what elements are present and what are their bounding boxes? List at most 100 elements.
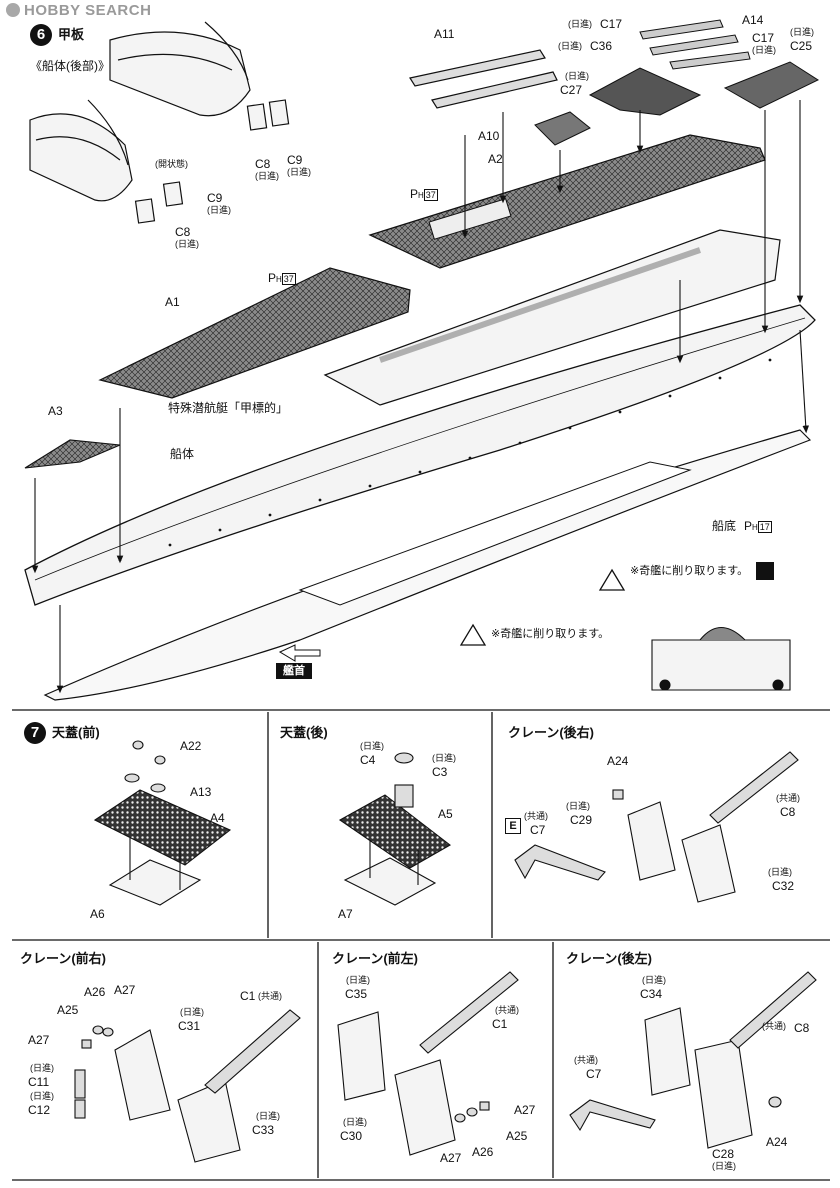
part-label-a4: A4: [210, 811, 225, 825]
note-c8-right: (共通): [776, 793, 800, 803]
note-c12: (日進): [30, 1091, 54, 1101]
step-title-deck: 甲板: [58, 27, 85, 42]
caution-text-2: ※奇艦に削り取ります。: [491, 628, 610, 640]
part-label-a25-fr: A25: [57, 1003, 79, 1017]
part-label-c9-lower: C9: [207, 191, 223, 205]
step7-panel-borders: [12, 709, 830, 1181]
part-label-c32: C32: [772, 879, 795, 893]
part-label-c11: C11: [28, 1075, 50, 1089]
note-c7-right: (共通): [524, 811, 548, 821]
open-state-label: (開状態): [155, 159, 188, 169]
part-label-a27-fr-left: A27: [28, 1033, 50, 1047]
stern-subtitle: 《船体(後部)》: [30, 59, 110, 73]
part-c25: [723, 61, 820, 109]
note-c35: (日進): [346, 975, 370, 985]
part-label-c8-right: C8: [780, 805, 796, 819]
note-c28: (日進): [712, 1161, 736, 1171]
panel-title-crane-front-left: クレーン(前左): [332, 951, 419, 966]
hull-cross-section: [651, 626, 791, 691]
part-label-c27: C27: [560, 83, 583, 97]
paint-icon: [756, 562, 774, 580]
note-c30: (日進): [343, 1117, 367, 1127]
part-label-c7-rl: C7: [586, 1067, 602, 1081]
note-c3: (日進): [432, 753, 456, 763]
part-label-c8-upper: C8: [255, 157, 271, 171]
note-c1-fl: (共通): [495, 1005, 519, 1015]
deck-a3: [24, 439, 121, 469]
part-label-c7-right: C7: [530, 823, 546, 837]
part-label-c12: C12: [28, 1103, 51, 1117]
panel-title-crane-rear-left: クレーン(後左): [566, 951, 653, 966]
part-label-a24-rl: A24: [766, 1135, 788, 1149]
note-c9-lower: (日進): [207, 205, 231, 215]
panel-title-crane-rear-right: クレーン(後右): [508, 725, 595, 740]
part-label-a22: A22: [180, 739, 202, 753]
watermark-text: HOBBY SEARCH: [24, 2, 152, 19]
variant-badge-e: E: [505, 818, 521, 834]
panel-title-crane-front-right: クレーン(前右): [20, 951, 107, 966]
deck-a2: [368, 134, 766, 269]
step-number-6: 6: [30, 24, 52, 46]
crane-rear-left: [569, 971, 817, 1149]
part-label-c1-fl: C1: [492, 1017, 508, 1031]
bow-direction-icon: [278, 644, 321, 662]
rails-a10-a11: [409, 49, 558, 109]
note-c34: (日進): [642, 975, 666, 985]
panel-title-canopy-front: 天蓋(前): [52, 725, 100, 740]
part-label-c17-b: C17: [752, 31, 775, 45]
part-label-c30: C30: [340, 1129, 363, 1143]
part-label-a1: A1: [165, 295, 180, 309]
note-c32: (日進): [768, 867, 792, 877]
note-c1-fr: (共通): [258, 991, 282, 1001]
step-number-7: 7: [24, 722, 46, 744]
part-label-c33: C33: [252, 1123, 275, 1137]
note-c25: (日進): [790, 27, 814, 37]
part-label-a27-fl-bottom: A27: [440, 1151, 462, 1165]
note-c27: (日進): [565, 71, 589, 81]
note-c36: (日進): [558, 41, 582, 51]
part-label-c8-lower: C8: [175, 225, 191, 239]
part-label-c1-fr: C1: [240, 989, 256, 1003]
submarine-deck: [323, 229, 781, 406]
note-c8-rl: (共通): [762, 1021, 786, 1031]
note-c29: (日進): [566, 801, 590, 811]
caution-text-1: ※奇艦に削り取ります。: [630, 565, 749, 577]
part-label-a5: A5: [438, 807, 453, 821]
part-label-c9-upper: C9: [287, 153, 303, 167]
submarine-label: 特殊潜航艇「甲標的」: [168, 401, 289, 415]
bow-label: 艦首: [276, 663, 312, 679]
part-label-c8-rl: C8: [794, 1021, 810, 1035]
note-c31: (日進): [180, 1007, 204, 1017]
part-label-c25: C25: [790, 39, 813, 53]
part-label-c28: C28: [712, 1147, 735, 1161]
part-label-c29: C29: [570, 813, 593, 827]
crane-front-left: [337, 971, 519, 1156]
crane-front-right: [74, 1009, 301, 1163]
part-label-a27-fr-top: A27: [114, 983, 136, 997]
hull: [24, 304, 816, 606]
warning-icon-2: [459, 623, 487, 646]
part-label-c4: C4: [360, 753, 376, 767]
part-label-a2: A2: [488, 152, 503, 166]
part-label-a6: A6: [90, 907, 105, 921]
part-label-a13: A13: [190, 785, 212, 799]
part-label-a26-fl: A26: [472, 1145, 494, 1159]
part-label-c35: C35: [345, 987, 368, 1001]
part-label-a25-fl: A25: [506, 1129, 528, 1143]
part-label-c3: C3: [432, 765, 448, 779]
part-label-a27-fl-right: A27: [514, 1103, 536, 1117]
logo-icon: [6, 3, 20, 17]
note-c7-rl: (共通): [574, 1055, 598, 1065]
note-c8-lower: (日進): [175, 239, 199, 249]
note-c4: (日進): [360, 741, 384, 751]
note-c33: (日進): [256, 1111, 280, 1121]
part-c36: [588, 67, 702, 116]
part-label-a24-right: A24: [607, 754, 629, 768]
part-c27: [534, 111, 591, 146]
bottom-label: 船底: [712, 519, 737, 533]
part-label-a26-fr: A26: [84, 985, 106, 999]
part-label-a14: A14: [742, 13, 764, 27]
